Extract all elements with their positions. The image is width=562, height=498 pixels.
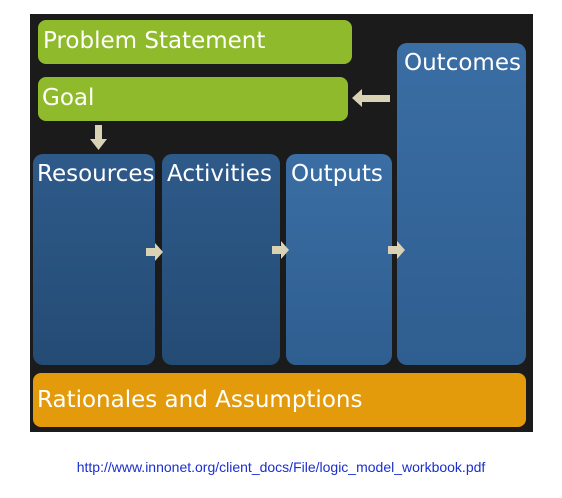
outputs-box: Outputs xyxy=(286,154,392,365)
left-arrow-icon xyxy=(352,89,390,107)
down-arrow-icon xyxy=(90,125,107,150)
outcomes-label: Outcomes xyxy=(404,50,521,76)
outputs-label: Outputs xyxy=(291,161,383,187)
problem-statement-label: Problem Statement xyxy=(43,28,266,54)
goal-box: Goal xyxy=(38,77,348,121)
resources-label: Resources xyxy=(37,161,155,187)
activities-label: Activities xyxy=(167,161,272,187)
right-arrow-icon xyxy=(272,241,289,259)
right-arrow-icon xyxy=(146,243,163,261)
right-arrow-icon xyxy=(388,241,405,259)
rationales-label: Rationales and Assumptions xyxy=(37,387,363,413)
goal-label: Goal xyxy=(42,85,95,111)
rationales-box: Rationales and Assumptions xyxy=(33,373,526,427)
activities-box: Activities xyxy=(162,154,280,365)
problem-statement-box: Problem Statement xyxy=(38,20,352,64)
source-link[interactable]: http://www.innonet.org/client_docs/File/… xyxy=(76,459,486,475)
outcomes-box: Outcomes xyxy=(397,43,526,365)
resources-box: Resources xyxy=(33,154,155,365)
